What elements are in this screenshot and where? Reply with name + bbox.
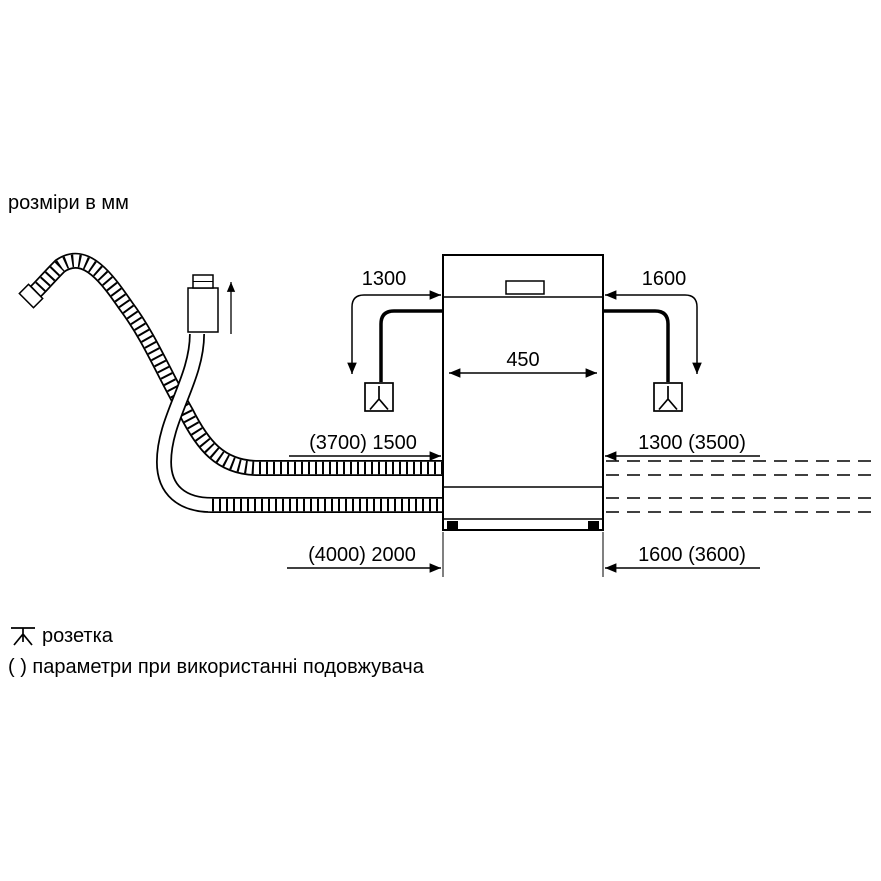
- socket-icon-right: [653, 382, 683, 412]
- dimension-label-cord-left: 1300: [361, 268, 407, 290]
- control-panel-handle: [505, 280, 545, 295]
- dimension-label-cord-right: 1600: [641, 268, 687, 290]
- drain-hose: [18, 252, 443, 476]
- extension-lines: [442, 532, 604, 577]
- legend-socket-icon: [11, 627, 35, 646]
- appliance-foot-right: [588, 521, 599, 530]
- socket-icon-left: [364, 382, 394, 412]
- right-hose-dashed-lines: [606, 460, 877, 513]
- dishwasher: [442, 254, 604, 531]
- supply-hose: [155, 333, 443, 513]
- power-cord-right: [603, 309, 670, 382]
- dimension-label-hose-lower-left: (4000) 2000: [308, 544, 416, 566]
- dimension-label-hose-upper-right: 1300 (3500): [638, 432, 746, 454]
- water-tap-icon: [187, 274, 236, 334]
- appliance-foot-left: [447, 521, 458, 530]
- dimension-line-cord-right: [605, 290, 702, 374]
- dimension-label-hose-lower-right: 1600 (3600): [638, 544, 746, 566]
- power-cord-left: [379, 309, 443, 382]
- dimension-label-appliance-width: 450: [506, 349, 540, 371]
- drain-hose-end-fitting: [18, 283, 44, 309]
- legend-extension-note: ( ) параметри при використанні подовжува…: [8, 656, 424, 678]
- dimension-label-hose-upper-left: (3700) 1500: [309, 432, 417, 454]
- dimension-line-cord-left: [347, 290, 441, 374]
- page-title: розміри в мм: [8, 192, 129, 214]
- legend-socket-label: розетка: [42, 625, 113, 647]
